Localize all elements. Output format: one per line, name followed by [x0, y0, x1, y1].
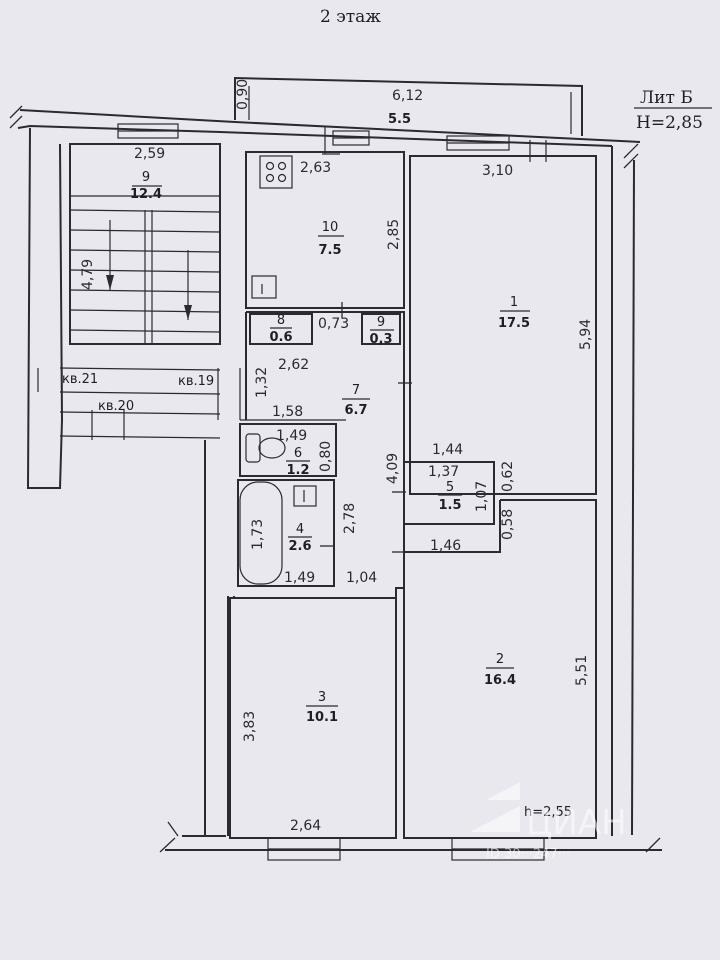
apartment-labels: кв.21 кв.19 кв.20: [62, 372, 214, 414]
room-10-number: 10: [322, 220, 339, 235]
room-2-number: 2: [496, 652, 504, 667]
dim-label: 2,85: [386, 219, 402, 250]
room-1-number: 1: [510, 295, 518, 310]
room-2-area: 16.4: [484, 673, 516, 688]
stairwell: [37, 143, 241, 440]
dim-label: 0,80: [318, 441, 334, 472]
dim-label: 2,62: [278, 357, 309, 373]
dim-label: 1,32: [254, 367, 270, 398]
dim-label: 2,63: [300, 160, 331, 176]
watermark: ЦИАН ID 30···247···: [470, 782, 627, 862]
height-label: Н=2,85: [636, 113, 703, 133]
lit-label: Лит Б: [640, 88, 693, 108]
room-1-area: 17.5: [498, 316, 530, 331]
balcony-width: 6,12: [392, 88, 423, 104]
dim-label: 1,46: [430, 538, 461, 554]
room-3-area: 10.1: [306, 710, 338, 725]
dim-label: 1,49: [276, 428, 307, 444]
dim-label: 1,37: [428, 464, 459, 480]
dim-label: 4,09: [385, 453, 401, 484]
ceiling-height: h=2,55: [524, 805, 572, 820]
dim-label: 1,07: [474, 481, 490, 512]
room-2-walls: [392, 499, 597, 839]
room-9b-number: 9: [377, 315, 385, 330]
dim-label: 1,58: [272, 404, 303, 420]
watermark-brand: ЦИАН: [526, 803, 627, 843]
dim-label: 0,58: [500, 509, 516, 540]
room-4-walls: [237, 479, 335, 587]
room-6-walls: [239, 423, 337, 477]
dim-label: 0,73: [318, 316, 349, 332]
dim-label: 3,83: [242, 711, 258, 742]
apartment-20-label: кв.20: [98, 399, 134, 414]
balcony-side: 0,90: [235, 79, 251, 110]
watermark-id: ID 30···247···: [486, 847, 570, 862]
room-4-number: 4: [296, 522, 304, 537]
room-10-walls: [245, 151, 405, 309]
dim-label: 1,44: [432, 442, 463, 458]
dim-label: 4,79: [80, 259, 96, 290]
room-9b-area: 0,3: [369, 332, 392, 347]
balcony: 6,12 0,90 5.5: [234, 76, 583, 136]
room-7-area: 6.7: [344, 403, 367, 418]
room-4-area: 2.6: [288, 539, 311, 554]
room-10-area: 7.5: [318, 243, 341, 258]
room-labels: 9 12.4 10 7.5 1 17.5 8 0.6 9 0,3 7 6.7 6…: [130, 170, 530, 725]
outer-walls: [9, 105, 662, 853]
dim-label: 2,59: [134, 146, 165, 162]
dim-label: 5,94: [578, 319, 594, 350]
dim-label: 1,49: [284, 570, 315, 586]
dim-label: 1,73: [250, 519, 266, 550]
room-8-area: 0.6: [269, 330, 292, 345]
room-9-number: 9: [142, 170, 150, 185]
apartment-21-label: кв.21: [62, 372, 98, 387]
dim-label: 1,04: [346, 570, 377, 586]
dimension-labels: 2,59 4,79 2,63 2,85 3,10 5,94 0,73 2,62 …: [80, 146, 594, 834]
dim-label: 2,64: [290, 818, 321, 834]
room-6-area: 1.2: [286, 463, 309, 478]
dim-label: 0,62: [500, 461, 516, 492]
room-5-number: 5: [446, 480, 454, 495]
floor-title: 2 этаж: [320, 7, 381, 27]
room-5-area: 1.5: [438, 498, 461, 513]
room-3-walls: [229, 597, 397, 839]
apartment-19-label: кв.19: [178, 374, 214, 389]
dim-label: 5,51: [574, 655, 590, 686]
windows-top: [117, 123, 547, 162]
room-9-area: 12.4: [130, 187, 162, 202]
room-7-number: 7: [352, 383, 360, 398]
dim-label: 2,78: [342, 503, 358, 534]
dim-label: 3,10: [482, 163, 513, 179]
room-6-number: 6: [294, 446, 302, 461]
cian-logo-icon: [470, 782, 520, 832]
balcony-area: 5.5: [388, 112, 411, 127]
room-8-number: 8: [277, 313, 285, 328]
room-3-number: 3: [318, 690, 326, 705]
